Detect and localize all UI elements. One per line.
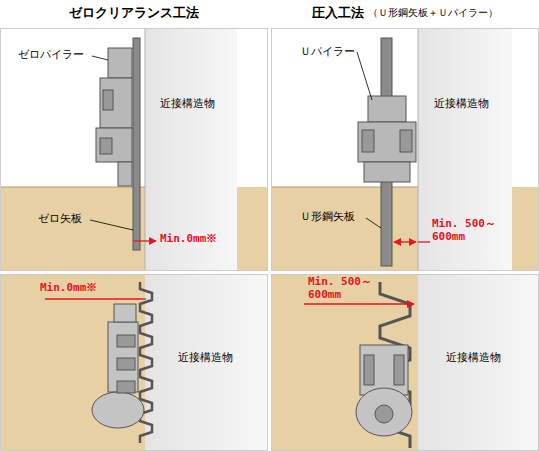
zero-piler-plan	[92, 304, 144, 428]
dimension-label: Min. 500～600mm	[308, 276, 392, 301]
header-text: ゼロクリアランス工法	[69, 4, 199, 22]
adjacent-structure	[418, 275, 538, 450]
dimension-label: Min.0mm※	[40, 282, 97, 295]
adjacent-structure	[145, 29, 237, 270]
dimension-label: Min.0mm※	[160, 233, 217, 246]
u-piler-machine	[358, 96, 416, 182]
part-label: 近接構造物	[160, 98, 215, 111]
part-label: 近接構造物	[446, 352, 501, 365]
adjacent-structure	[145, 275, 267, 450]
structure-edge	[145, 29, 146, 270]
dimension-label: Min. 500～600mm	[432, 218, 516, 243]
method-header: ゼロクリアランス工法	[0, 0, 268, 25]
part-label: ゼロパイラー	[18, 49, 84, 62]
panel-frame	[272, 29, 539, 271]
ground-line	[1, 187, 145, 188]
panel-frame	[1, 29, 268, 271]
part-label: Ｕ形鋼矢板	[300, 211, 355, 224]
zero-piler-machine	[96, 48, 132, 186]
dimension-lines	[45, 241, 430, 304]
part-label: 近接構造物	[178, 352, 233, 365]
ground-line	[272, 187, 418, 188]
panel-frame	[272, 275, 539, 451]
panel-frame	[1, 275, 268, 451]
part-label: ゼロ矢板	[38, 213, 82, 226]
part-label: 近接構造物	[434, 98, 489, 111]
header-text: （Ｕ形鋼矢板＋Ｕパイラー）	[368, 6, 498, 20]
ground	[272, 275, 418, 450]
ground	[1, 275, 145, 450]
header-text: 圧入工法	[312, 4, 364, 22]
u-piler-plan	[356, 345, 412, 436]
method-header: 圧入工法 （Ｕ形鋼矢板＋Ｕパイラー）	[271, 0, 539, 25]
zero-sheet-pile	[133, 38, 140, 250]
part-label: Ｕパイラー	[300, 46, 355, 59]
leader-lines	[90, 52, 381, 230]
zero-pile-plan	[140, 282, 152, 443]
structure-edge	[418, 29, 419, 270]
